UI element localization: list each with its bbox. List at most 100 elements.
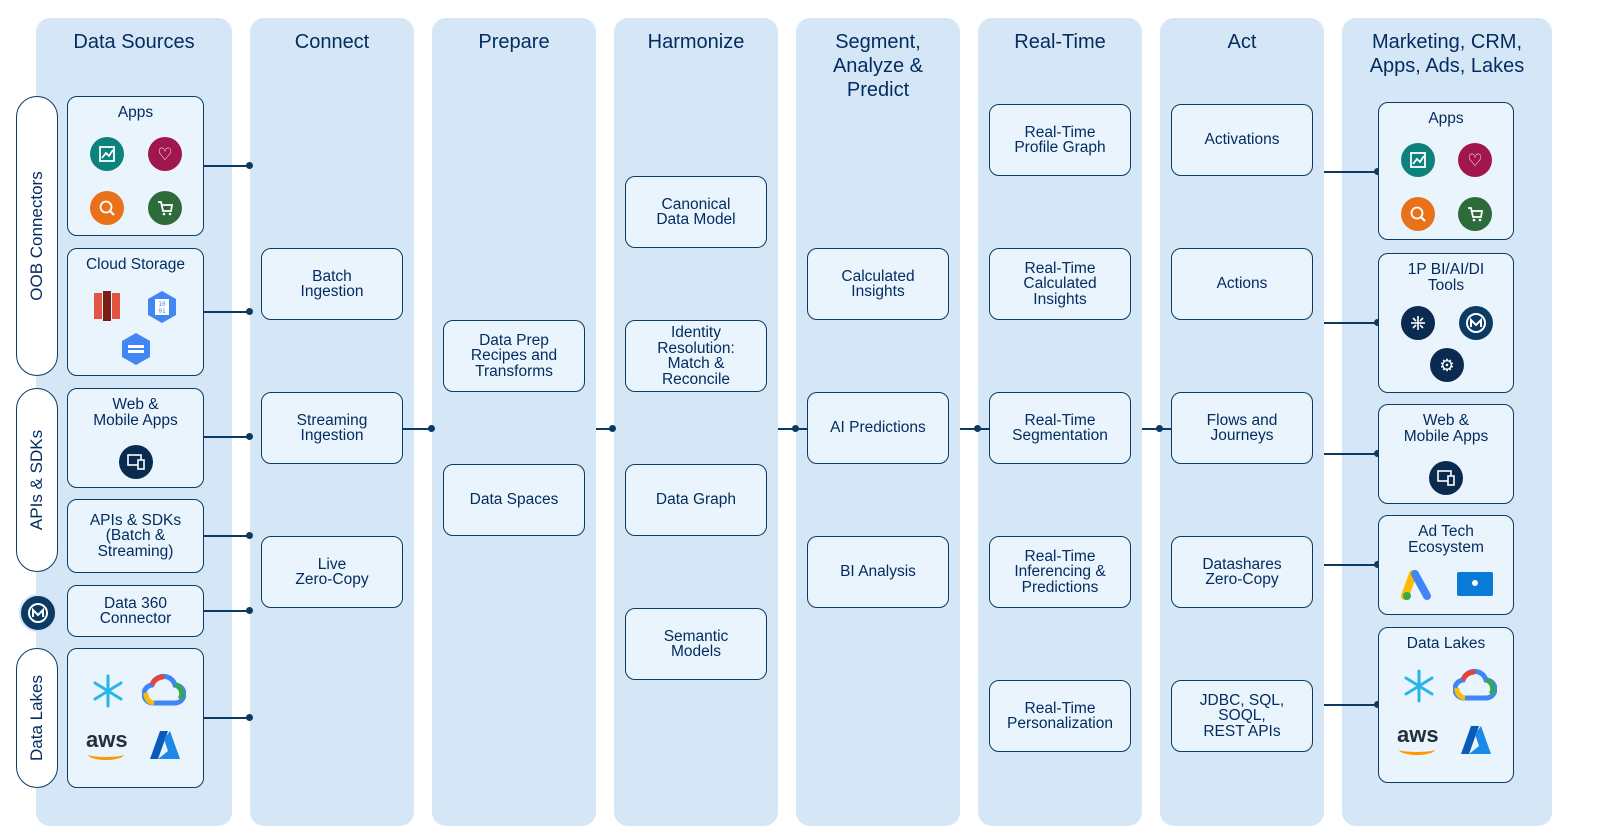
identity-resolution: Identity Resolution: Match & Reconcile [625,320,767,392]
dest-web-mobile-title: Web & Mobile Apps [1403,412,1489,445]
output-dot [1374,701,1381,708]
canonical-data-model: Canonical Data Model [625,176,767,248]
activations: Activations [1171,104,1313,176]
data-lakes-text: Data Lakes [27,675,46,761]
ai-predictions: AI Predictions [807,392,949,464]
data-spaces: Data Spaces [443,464,585,536]
column-title-data-sources: Data Sources [73,31,195,53]
dest-web-mobile: Web & Mobile Apps [1378,404,1514,504]
dest-data-lakes: Data Lakes aws [1378,627,1514,783]
flow-dot [1156,425,1163,432]
cloud-storage-bucket-icon [122,333,150,365]
dest-apps: Apps ♡ [1378,102,1514,240]
connector-line [204,610,250,612]
source-cloud-storage-title: Cloud Storage [85,256,186,273]
aws-s3-icon [94,291,120,321]
device-icon [119,445,153,479]
output-line [1324,704,1378,706]
analytics-icon [1401,143,1435,177]
dest-ad-tech: Ad Tech Ecosystem [1378,515,1514,615]
column-title-harmonize: Harmonize [647,31,745,53]
dest-bi-tools-title: 1P BI/AI/DI Tools [1407,261,1485,294]
flow-dot [428,425,435,432]
connector-line [204,311,250,313]
column-harmonize: Harmonize [614,18,778,826]
batch-ingestion: Batch Ingestion [261,248,403,320]
apis-sdks-label: APIs & SDKs [16,388,58,572]
azure-icon [1461,726,1491,754]
trade-desk-icon [1457,572,1493,596]
connector-dot [246,433,253,440]
column-title-prepare: Prepare [478,31,550,53]
jdbc-sql-apis: JDBC, SQL, SOQL, REST APIs [1171,680,1313,752]
calculated-insights: Calculated Insights [807,248,949,320]
aws-logo: aws [1397,722,1439,747]
gear-icon: ⚙ [1430,348,1464,382]
snowflake-icon [93,674,123,708]
flow-dot [609,425,616,432]
data-graph: Data Graph [625,464,767,536]
tableau-icon [1401,306,1435,340]
cart-icon [1458,197,1492,231]
device-icon [1429,461,1463,495]
source-web-mobile-title: Web & Mobile Apps [93,396,178,429]
cart-icon [148,191,182,225]
realtime-inferencing: Real-Time Inferencing & Predictions [989,536,1131,608]
dest-data-lakes-title: Data Lakes [1406,635,1486,652]
apis-sdks-text: APIs & SDKs [27,429,46,531]
dest-ad-tech-title: Ad Tech Ecosystem [1408,523,1484,556]
oob-connectors-text: OOB Connectors [27,171,46,301]
connector-line [204,436,250,438]
streaming-ingestion: Streaming Ingestion [261,392,403,464]
realtime-personalization: Real-Time Personalization [989,680,1131,752]
search-person-icon [1401,197,1435,231]
output-dot [1374,168,1381,175]
svg-text:10: 10 [158,301,166,308]
realtime-calculated-insights: Real-Time Calculated Insights [989,248,1131,320]
data-prep-recipes: Data Prep Recipes and Transforms [443,320,585,392]
semantic-models: Semantic Models [625,608,767,680]
mulesoft-icon [19,594,57,632]
flow-dot [792,425,799,432]
flow-dot [974,425,981,432]
snowflake-icon [1404,669,1434,703]
aws-logo: aws [86,727,128,752]
output-line [1324,564,1378,566]
connector-dot [246,162,253,169]
output-dot [1374,561,1381,568]
actions: Actions [1171,248,1313,320]
flow-line [596,428,614,430]
flows-and-journeys: Flows and Journeys [1171,392,1313,464]
column-prepare: Prepare [432,18,596,826]
live-zero-copy: Live Zero-Copy [261,536,403,608]
google-cloud-icon [142,674,186,706]
bi-analysis: BI Analysis [807,536,949,608]
aws-smile-icon [88,749,124,760]
output-dot [1374,450,1381,457]
realtime-profile-graph: Real-Time Profile Graph [989,104,1131,176]
heart-icon: ♡ [148,137,182,171]
google-ads-icon [1401,570,1431,600]
aws-smile-icon [1399,744,1435,755]
flow-line [403,428,431,430]
connector-dot [246,532,253,539]
connector-line [204,165,250,167]
source-apps-title: Apps [117,104,154,121]
connector-dot [246,308,253,315]
datashares-zero-copy: Datashares Zero-Copy [1171,536,1313,608]
mulesoft-icon [1459,306,1493,340]
dest-apps-title: Apps [1428,110,1464,127]
analytics-icon [90,137,124,171]
heart-icon: ♡ [1458,143,1492,177]
source-data-lakes: aws [67,648,204,788]
source-data-360-connector: Data 360 Connector [67,585,204,637]
connector-dot [246,714,253,721]
column-title-destinations: Marketing, CRM, Apps, Ads, Lakes [1369,31,1525,77]
column-title-connect: Connect [294,31,370,53]
source-apis-sdks: APIs & SDKs (Batch & Streaming) [67,499,204,573]
google-cloud-icon [1453,669,1497,701]
connector-line [204,535,250,537]
dest-bi-tools: 1P BI/AI/DI Tools ⚙ [1378,253,1514,393]
